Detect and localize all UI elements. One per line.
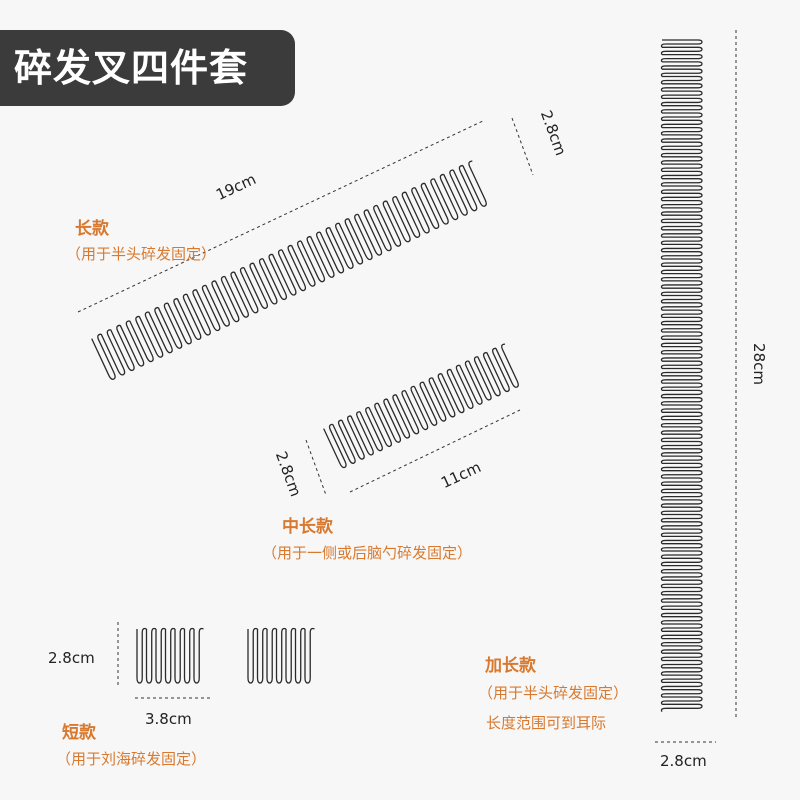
extra-long-name: 加长款: [485, 656, 536, 676]
extra-long-note: 长度范围可到耳际: [486, 714, 607, 732]
long-usage: （用于半头碎发固定）: [66, 245, 217, 263]
medium-usage: （用于一侧或后脑勺碎发固定）: [262, 544, 473, 562]
short-comb-1: [136, 627, 204, 684]
long-width-dashline: [511, 117, 534, 176]
page-title: 碎发叉四件套: [0, 30, 295, 106]
short-width: 2.8cm: [48, 649, 95, 667]
medium-width-dashline: [305, 439, 327, 496]
long-name: 长款: [75, 219, 109, 239]
long-comb: [91, 160, 487, 380]
long-length-dashline: [77, 119, 486, 313]
extra-long-comb: [660, 39, 703, 712]
short-length: 3.8cm: [145, 710, 192, 728]
short-usage: （用于刘海碎发固定）: [56, 750, 207, 768]
extra-long-length: 28cm: [749, 343, 768, 385]
medium-length-dashline: [349, 409, 521, 493]
short-name: 短款: [62, 723, 96, 743]
short-comb-2: [247, 627, 315, 684]
medium-comb: [323, 343, 519, 469]
extra-long-usage: （用于半头碎发固定）: [478, 684, 629, 702]
extra-long-width: 2.8cm: [660, 752, 707, 770]
medium-name: 中长款: [282, 517, 333, 537]
